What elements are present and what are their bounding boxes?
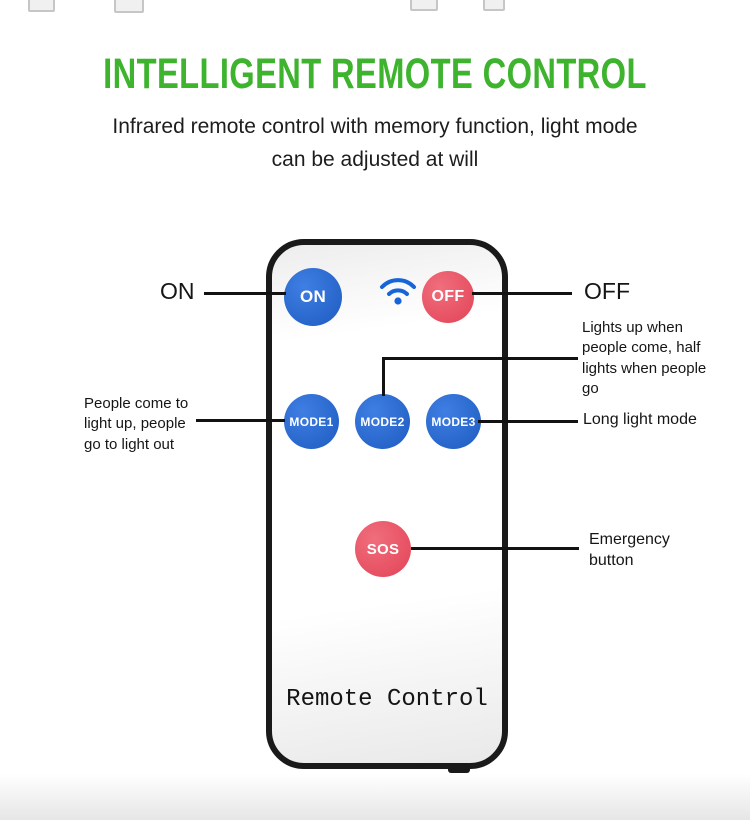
callout-mode3-text: Long light mode: [583, 411, 697, 428]
cropped-thumbnail-artifact: [114, 0, 144, 13]
wifi-icon: [378, 274, 418, 311]
remote-brand-label: Remote Control: [286, 686, 488, 713]
callout-on-label: ON: [160, 278, 195, 304]
subtitle-text: Infrared remote control with memory func…: [112, 115, 638, 171]
callout-mode2-text: Lights up when people come, half lights …: [582, 319, 707, 397]
mode1-button: MODE1: [284, 394, 339, 449]
callout-sos-text: Emergency button: [589, 531, 670, 569]
callout-line-sos: [411, 547, 579, 550]
cropped-thumbnail-artifact: [483, 0, 505, 11]
bottom-gradient: [0, 774, 750, 820]
mode2-button: MODE2: [355, 394, 410, 449]
on-button: ON: [284, 268, 342, 326]
mode3-button: MODE3: [426, 394, 481, 449]
off-button: OFF: [422, 271, 474, 323]
callout-line-mode2-horizontal: [382, 357, 578, 360]
callout-line-off: [472, 292, 572, 295]
remote-notch: [448, 763, 470, 773]
cropped-thumbnail-artifact: [28, 0, 55, 12]
callout-mode1-text: People come to light up, people go to li…: [84, 395, 189, 453]
callout-off-label: OFF: [584, 278, 630, 304]
remote-control-body: ON OFF MODE1 MODE2 MODE3 SOS Remote Cont…: [266, 239, 508, 769]
cropped-thumbnail-artifact: [410, 0, 438, 11]
callout-line-mode1: [196, 419, 285, 422]
sos-button: SOS: [355, 521, 411, 577]
page-title: INTELLIGENT REMOTE CONTROL: [103, 50, 647, 98]
callout-line-on: [204, 292, 286, 295]
callout-line-mode2-vertical: [382, 359, 385, 396]
callout-line-mode3: [478, 420, 578, 423]
